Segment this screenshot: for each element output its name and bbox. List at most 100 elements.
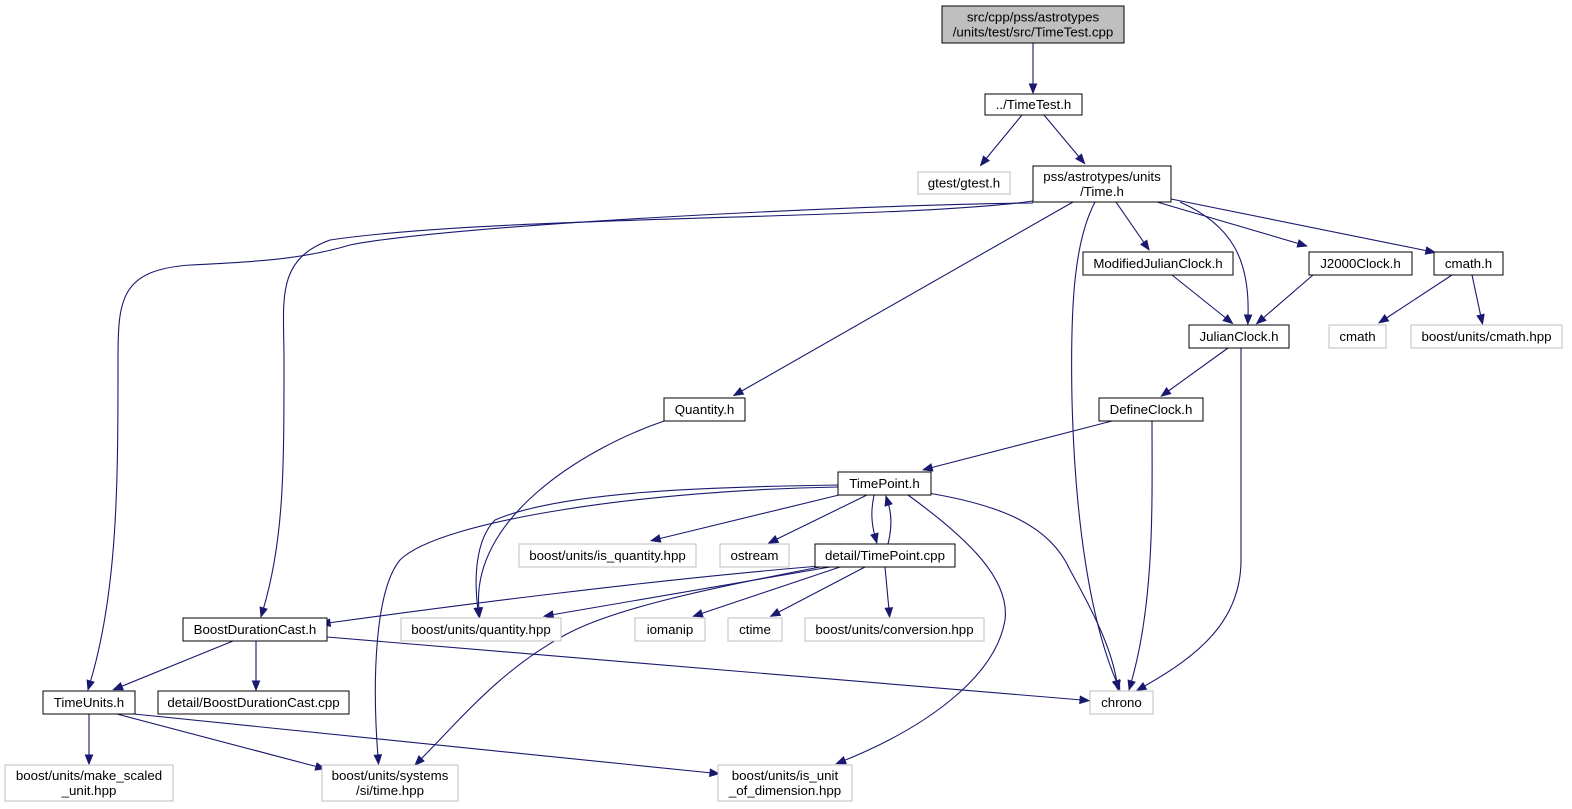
arrowhead-icon [1075,153,1086,165]
node-label: TimeUnits.h [54,695,124,710]
node-box [518,543,697,568]
node-label: gtest/gtest.h [928,176,1000,191]
node-label: /Time.h [1080,184,1124,199]
edge-timepoint_cpp-to-bdc_h [319,565,821,627]
edge-timepoint_h-to-chrono [927,492,1121,692]
node-label: DefineClock.h [1110,402,1193,417]
node-box [837,471,932,496]
arrowhead-icon [1255,314,1267,325]
edge-line [699,566,841,615]
edge-timepoint_cpp-to-si_time [414,566,821,766]
edge-line [1179,201,1249,318]
node-label: chrono [1101,695,1142,710]
node-box [941,5,1125,44]
node-root[interactable]: src/cpp/pss/astrotypes/units/test/src/Ti… [941,5,1125,44]
edge-time_h-to-bdc_h [259,200,1034,618]
arrowhead-icon [769,608,782,617]
edge-line [475,484,839,611]
edge-line [929,420,1113,469]
node-box [157,690,350,715]
edge-line [89,202,1034,684]
node-label: boost/units/make_scaled [16,768,162,783]
node-box [1410,324,1563,349]
edge-line [887,502,892,545]
node-box [1308,251,1413,276]
node-ctime: ctime [727,617,783,642]
node-quantity-h[interactable]: Quantity.h [663,397,746,422]
node-label: cmath [1339,329,1375,344]
edge-timepoint_h-to-quantity_hpp [473,484,839,619]
node-box [917,171,1011,195]
node-label: JulianClock.h [1199,329,1278,344]
node-label: J2000Clock.h [1320,256,1401,271]
edge-timeunits-to-is_unit [133,713,721,778]
node-label: iomanip [647,622,694,637]
node-bdc-h[interactable]: BoostDurationCast.h [182,617,328,642]
node-timeunits[interactable]: TimeUnits.h [42,690,136,715]
node-label: boost/units/is_unit [732,768,839,783]
edge-bdc_h-to-chrono [326,636,1091,705]
arrowhead-icon [709,768,721,778]
arrowhead-icon [1243,314,1253,326]
edge-line [739,201,1074,393]
edge-defineclock-to-timepoint_h [921,420,1113,472]
node-chrono: chrono [1089,690,1154,715]
edge-time_h-to-modjulian [1115,201,1150,251]
edge-line [1261,274,1314,320]
node-box [1082,251,1234,276]
node-label: TimePoint.h [849,476,919,491]
node-box [717,764,853,802]
arrowhead-icon [1476,313,1485,326]
edge-line [884,566,890,611]
edge-line [871,494,876,537]
node-timepoint-cpp[interactable]: detail/TimePoint.cpp [814,543,956,568]
node-label: ../TimeTest.h [996,97,1072,112]
node-label: boost/units/is_quantity.hpp [529,548,685,563]
node-label: _of_dimension.hpp [728,783,841,798]
edge-timepoint_cpp-to-timepoint_h [884,495,893,545]
node-box [804,617,985,642]
edge-quantity_h-to-quantity_hpp [474,420,665,619]
arrowhead-icon [732,387,745,397]
node-box [1328,324,1387,349]
arrowhead-icon [767,535,780,544]
arrowhead-icon [1112,679,1121,692]
edge-line [984,114,1023,161]
edge-line [133,713,713,774]
node-is-quantity: boost/units/is_quantity.hpp [518,543,697,568]
arrowhead-icon [1160,387,1172,397]
node-label: detail/BoostDurationCast.cpp [167,695,339,710]
arrowhead-icon [473,607,482,619]
edge-line [1130,420,1153,684]
node-timepoint-h[interactable]: TimePoint.h [837,471,932,496]
node-box [400,617,562,642]
edge-line [374,486,839,758]
edge-line [1171,274,1228,320]
node-box [42,690,136,715]
node-box [1188,324,1290,349]
node-box [663,397,746,422]
edge-timepoint_h-to-timepoint_cpp [870,494,879,545]
node-time-h[interactable]: pss/astrotypes/units/Time.h [1032,165,1172,203]
arrowhead-icon [1079,695,1091,705]
edge-line [1170,198,1429,252]
arrowhead-icon [979,155,990,167]
edge-line [1115,201,1146,245]
node-bdc-cpp[interactable]: detail/BoostDurationCast.cpp [157,690,350,715]
edge-time_h-to-cmath_h [1170,198,1437,255]
edge-j2000-to-julian [1255,274,1314,325]
node-label: Quantity.h [675,402,735,417]
node-modjulian[interactable]: ModifiedJulianClock.h [1082,251,1234,276]
node-j2000[interactable]: J2000Clock.h [1308,251,1413,276]
edge-time_h-to-timeunits [86,202,1034,691]
edge-bdc_h-to-timeunits [112,640,234,691]
node-julian[interactable]: JulianClock.h [1188,324,1290,349]
node-timetest-h[interactable]: ../TimeTest.h [984,93,1083,116]
node-box [1032,165,1172,203]
node-defineclock[interactable]: DefineClock.h [1098,397,1204,422]
node-cmath-h[interactable]: cmath.h [1433,251,1504,276]
node-box [984,93,1083,116]
edge-line [478,420,665,611]
node-label: detail/TimePoint.cpp [825,548,945,563]
arrowhead-icon [884,607,894,619]
